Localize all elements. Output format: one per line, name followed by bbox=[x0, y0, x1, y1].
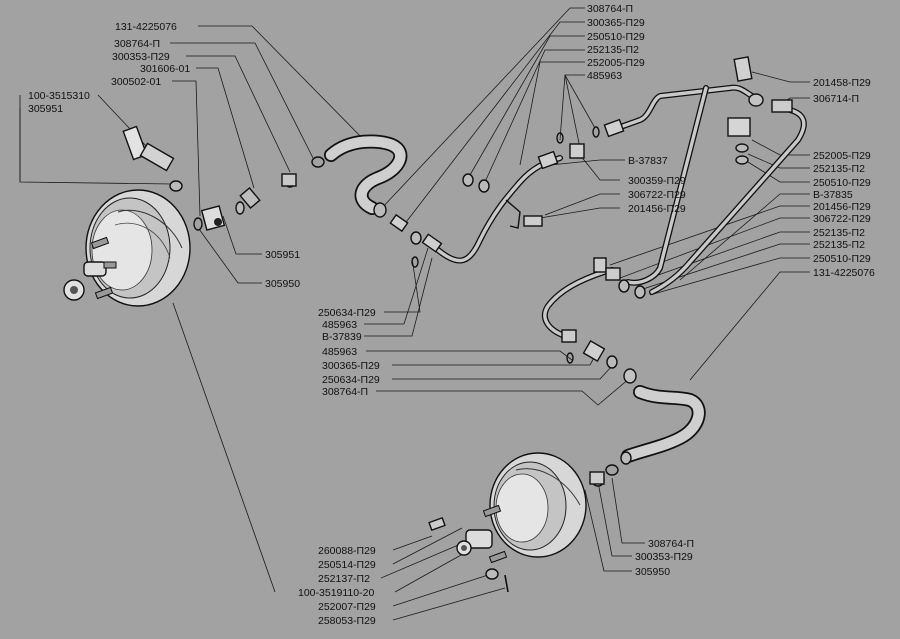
label-m-201456: 201456-П29 bbox=[628, 203, 686, 215]
label-b-258053: 258053-П29 bbox=[318, 615, 376, 627]
label-r-201458: 201458-П29 bbox=[813, 77, 871, 89]
label-100-3515310: 100-3515310 bbox=[28, 90, 90, 102]
label-305950-mid: 305950 bbox=[265, 278, 300, 290]
pipe-fittings-lower bbox=[561, 329, 637, 384]
label-r-252135c: 252135-П2 bbox=[813, 239, 865, 251]
pipe-fittings-right bbox=[593, 56, 793, 299]
label-r-131-4225076: 131-4225076 bbox=[813, 267, 875, 279]
label-br-305950: 305950 bbox=[635, 566, 670, 578]
label-ml-485963: 485963 bbox=[322, 319, 357, 331]
label-lo-308764: 308764-П bbox=[322, 386, 368, 398]
label-r-201456: 201456-П29 bbox=[813, 201, 871, 213]
label-c-308764: 308764-П bbox=[587, 3, 633, 15]
label-305951-left: 305951 bbox=[28, 103, 63, 115]
label-r-252005: 252005-П29 bbox=[813, 150, 871, 162]
label-ml-B37839: В-37839 bbox=[322, 331, 362, 343]
label-c-485963: 485963 bbox=[587, 70, 622, 82]
label-c-250510: 250510-П29 bbox=[587, 31, 645, 43]
label-r-B37835: В-37835 bbox=[813, 189, 853, 201]
label-300502: 300502-01 bbox=[111, 76, 161, 88]
label-lo-250634: 250634-П29 bbox=[322, 374, 380, 386]
label-r-306714: 306714-П bbox=[813, 93, 859, 105]
label-m-306722: 306722-П29 bbox=[628, 189, 686, 201]
label-lo-300365: 300365-П29 bbox=[322, 360, 380, 372]
label-m-300359: 300359-П29 bbox=[628, 175, 686, 187]
label-308764-top: 308764-П bbox=[114, 38, 160, 50]
label-305951-mid: 305951 bbox=[265, 249, 300, 261]
label-131-4225076-top: 131-4225076 bbox=[115, 21, 177, 33]
label-r-250510: 250510-П29 bbox=[813, 177, 871, 189]
label-br-308764: 308764-П bbox=[648, 538, 694, 550]
label-ml-250634: 250634-П29 bbox=[318, 307, 376, 319]
leader-lines bbox=[19, 7, 810, 621]
label-b-100-3519110: 100-3519110-20 bbox=[298, 587, 374, 599]
label-b-260088: 260088-П29 bbox=[318, 545, 376, 557]
label-r-306722: 306722-П29 bbox=[813, 213, 871, 225]
label-r-252135: 252135-П2 bbox=[813, 163, 865, 175]
label-c-252135: 252135-П2 bbox=[587, 44, 639, 56]
label-300353-top: 300353-П29 bbox=[112, 51, 170, 63]
label-m-B37837: В-37837 bbox=[628, 155, 668, 167]
label-lo-485963: 485963 bbox=[322, 346, 357, 358]
label-r-252135b: 252135-П2 bbox=[813, 227, 865, 239]
label-c-300365: 300365-П29 bbox=[587, 17, 645, 29]
label-br-300353: 300353-П29 bbox=[635, 551, 693, 563]
check-valve-left bbox=[122, 125, 325, 231]
label-b-252137: 252137-П2 bbox=[318, 573, 370, 585]
pipe-fittings-upper bbox=[373, 118, 625, 268]
vacuum-booster-left bbox=[63, 189, 191, 307]
vacuum-booster-right bbox=[428, 451, 632, 593]
part-labels: 131-4225076 308764-П 300353-П29 301606-0… bbox=[28, 3, 875, 627]
brake-lines bbox=[324, 84, 807, 463]
label-301606: 301606-01 bbox=[140, 63, 190, 75]
label-b-252007: 252007-П29 bbox=[318, 601, 376, 613]
label-b-250514: 250514-П29 bbox=[318, 559, 376, 571]
label-c-252005: 252005-П29 bbox=[587, 57, 645, 69]
label-r-250510b: 250510-П29 bbox=[813, 253, 871, 265]
